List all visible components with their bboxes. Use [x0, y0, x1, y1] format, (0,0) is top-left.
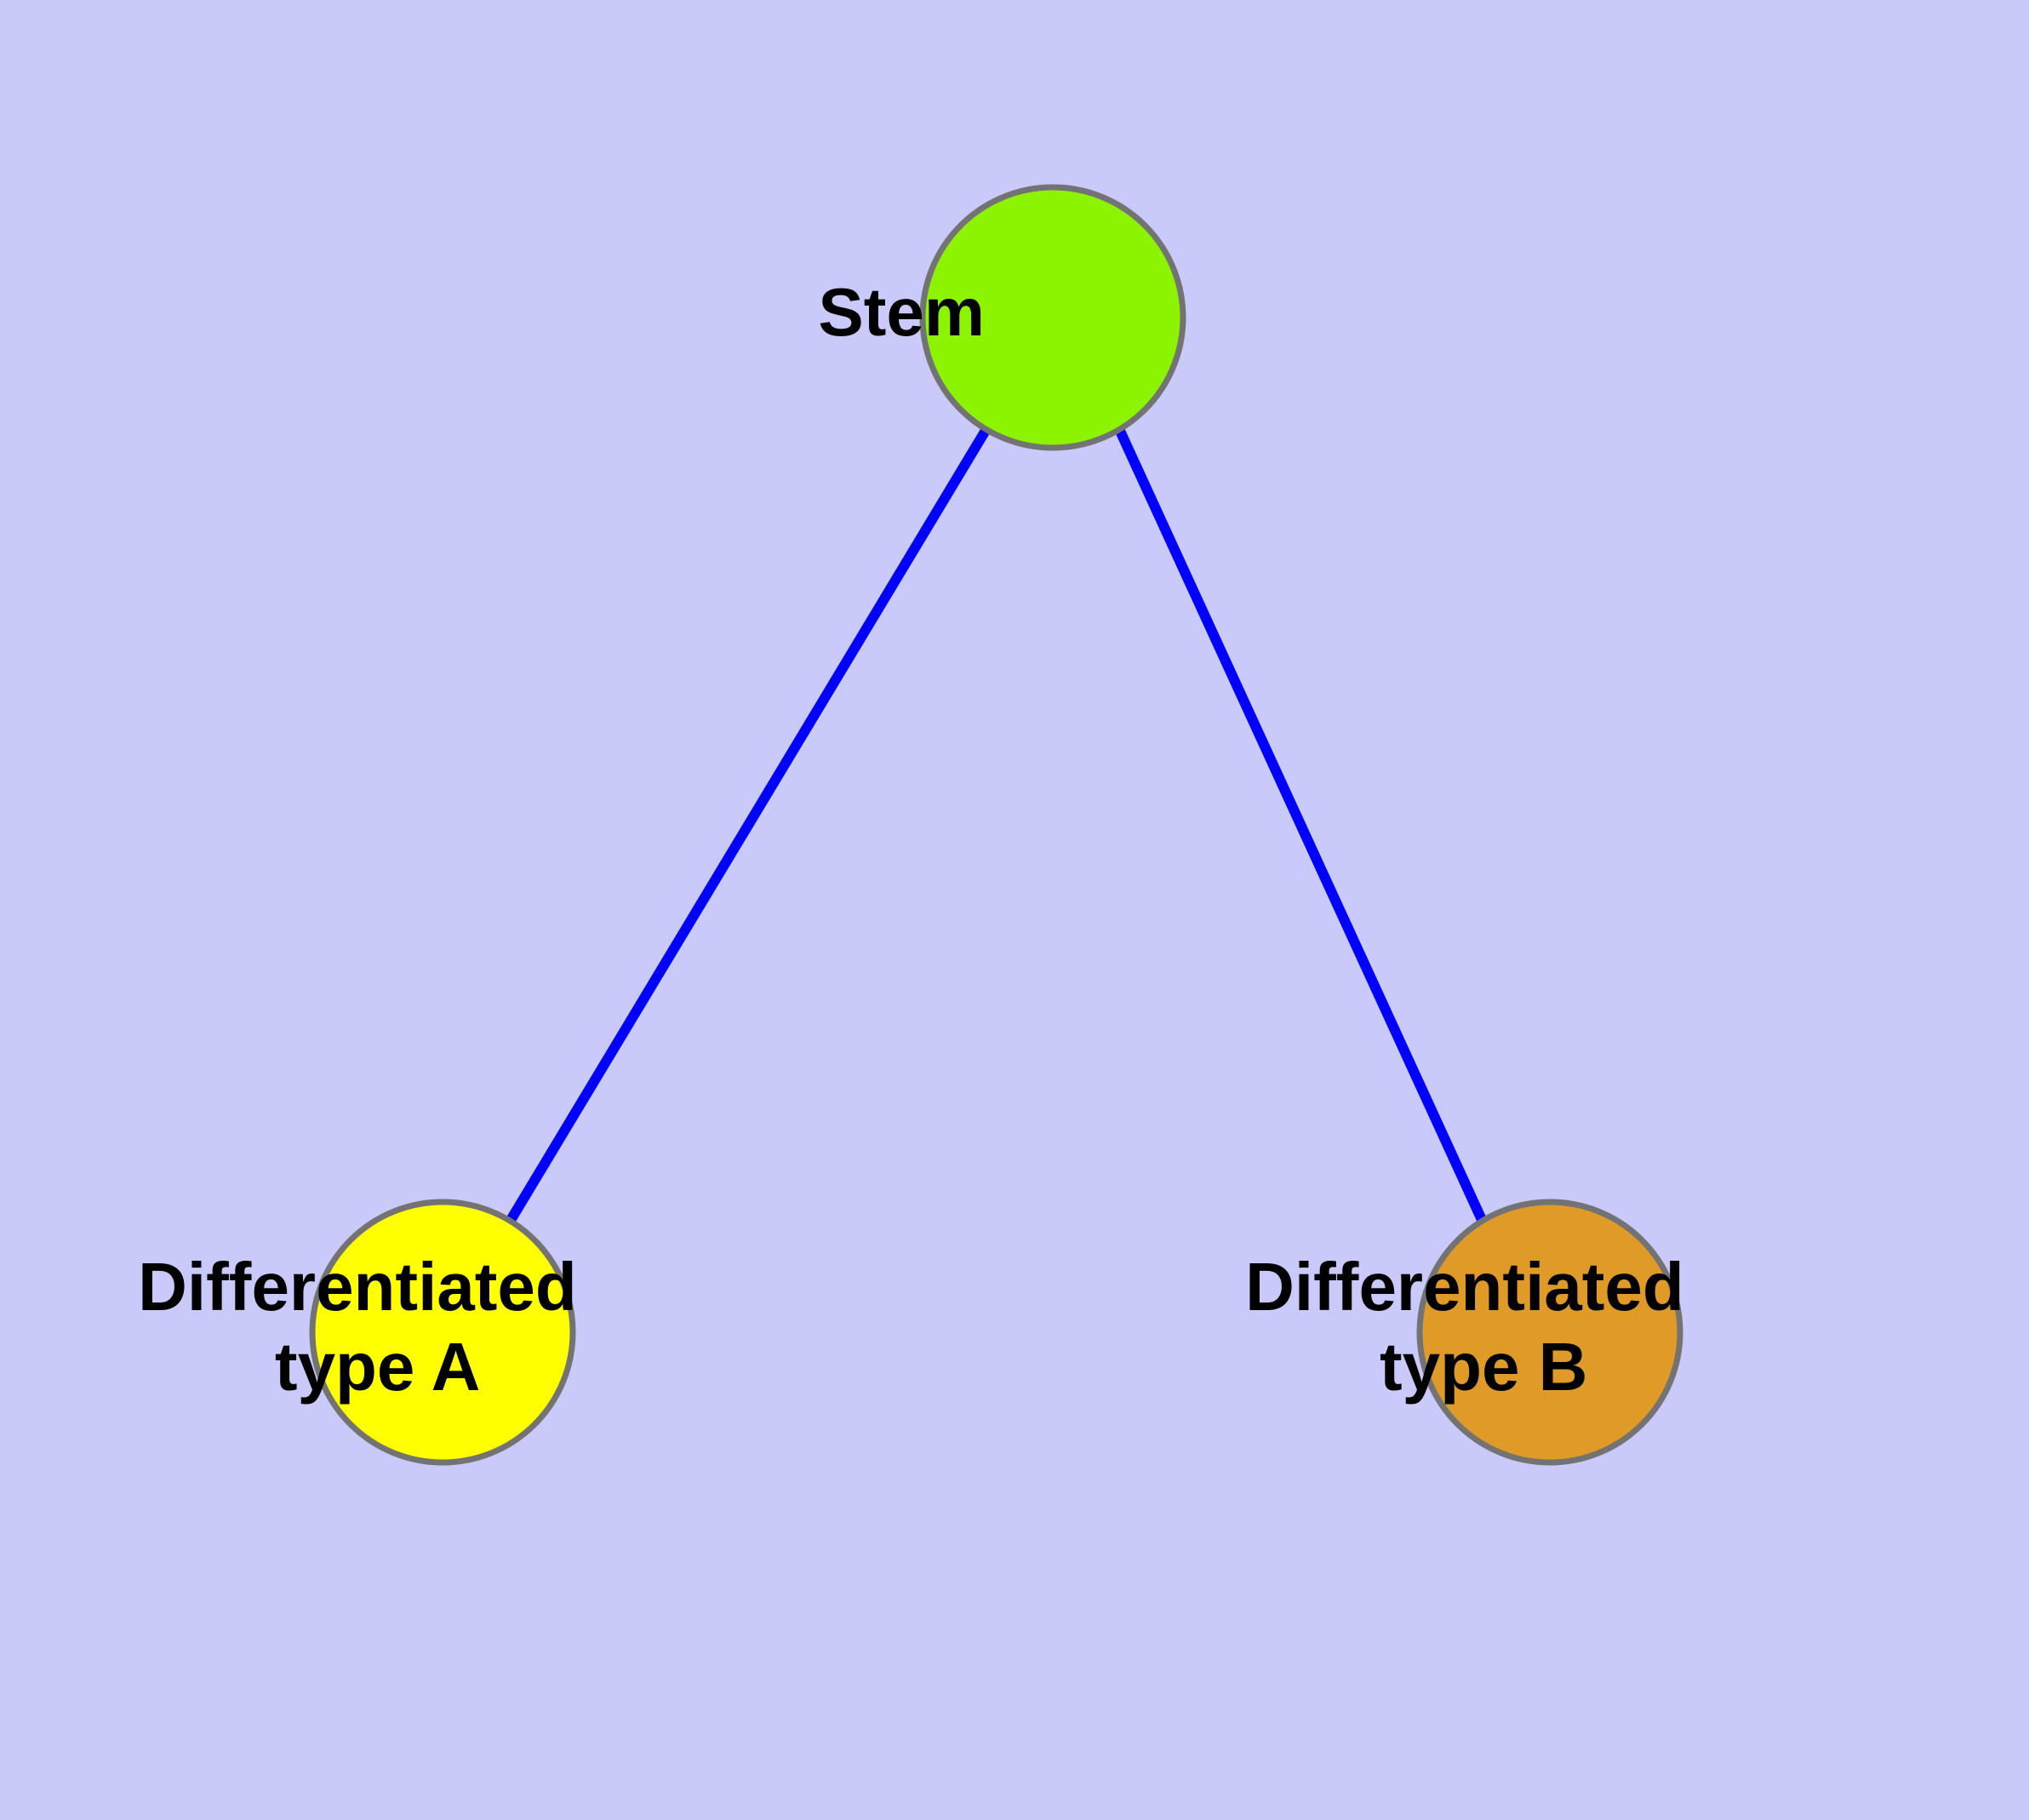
node-label-stem-line1: Stem: [818, 274, 985, 350]
node-label-differentiated-type-a-line1: Differentiated: [138, 1249, 577, 1325]
node-label-stem: Stem: [818, 274, 1287, 350]
node-label-differentiated-type-b-line2: type B: [1380, 1329, 1588, 1405]
node-stem-circle[interactable]: [919, 184, 1186, 451]
nodes-group: [309, 184, 1683, 1466]
edge-stem-to-differentiated-type-b[interactable]: [1114, 426, 1488, 1224]
node-differentiated-type-a[interactable]: [309, 1199, 576, 1466]
node-stem[interactable]: [919, 184, 1186, 451]
labels-group: Stem Differentiated type A Differentiate…: [138, 274, 1855, 1405]
node-differentiated-type-b-circle[interactable]: [1416, 1199, 1683, 1466]
node-label-differentiated-type-b: Differentiated type B: [1245, 1249, 1855, 1405]
edges-group: [505, 426, 1488, 1225]
edge-stem-to-differentiated-type-a[interactable]: [505, 426, 992, 1225]
node-differentiated-type-b[interactable]: [1416, 1199, 1683, 1466]
node-label-differentiated-type-b-line1: Differentiated: [1245, 1249, 1684, 1325]
node-label-differentiated-type-a-line2: type A: [275, 1329, 479, 1405]
node-label-differentiated-type-a: Differentiated type A: [138, 1249, 747, 1405]
node-differentiated-type-a-circle[interactable]: [309, 1199, 576, 1466]
